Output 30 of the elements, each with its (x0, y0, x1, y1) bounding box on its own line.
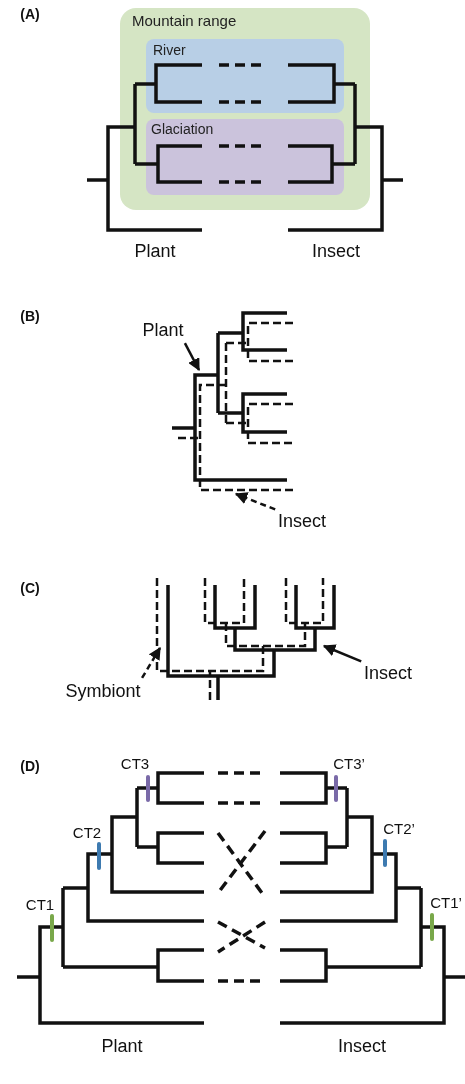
panel-letter: (D) (20, 758, 40, 774)
region-heading: Mountain range (132, 12, 237, 29)
node-label: CT1 (25, 895, 55, 913)
node-label: CT2 (72, 823, 102, 841)
taxon-label: Insect (364, 662, 412, 684)
leader-arrow (322, 644, 362, 663)
taxon-label: Insect (312, 240, 360, 262)
region-box (120, 8, 370, 210)
phylogeny-drawing (155, 578, 325, 700)
taxon-label: Plant (134, 240, 176, 262)
region-heading: Glaciation (151, 121, 214, 137)
taxon-label: Plant (142, 319, 184, 341)
taxon-label: Symbiont (65, 680, 141, 702)
leader-arrow (183, 342, 201, 372)
panel-letter: (C) (20, 580, 40, 596)
leader-arrow (234, 492, 276, 511)
node-label: CT3’ (333, 754, 365, 772)
node-label: CT2’ (383, 819, 415, 837)
taxon-label: Insect (278, 510, 326, 532)
phylogeny-drawing (166, 585, 336, 700)
region-box (146, 119, 344, 195)
panel-letter: (A) (20, 6, 40, 22)
panel-letter: (B) (20, 308, 40, 324)
node-label: CT3 (120, 754, 150, 772)
leader-arrow (141, 646, 162, 679)
taxon-label: Insect (338, 1035, 386, 1057)
taxon-label: Plant (101, 1035, 143, 1057)
region-heading: River (153, 42, 186, 58)
node-label: CT1’ (430, 893, 462, 911)
region-box (146, 39, 344, 113)
